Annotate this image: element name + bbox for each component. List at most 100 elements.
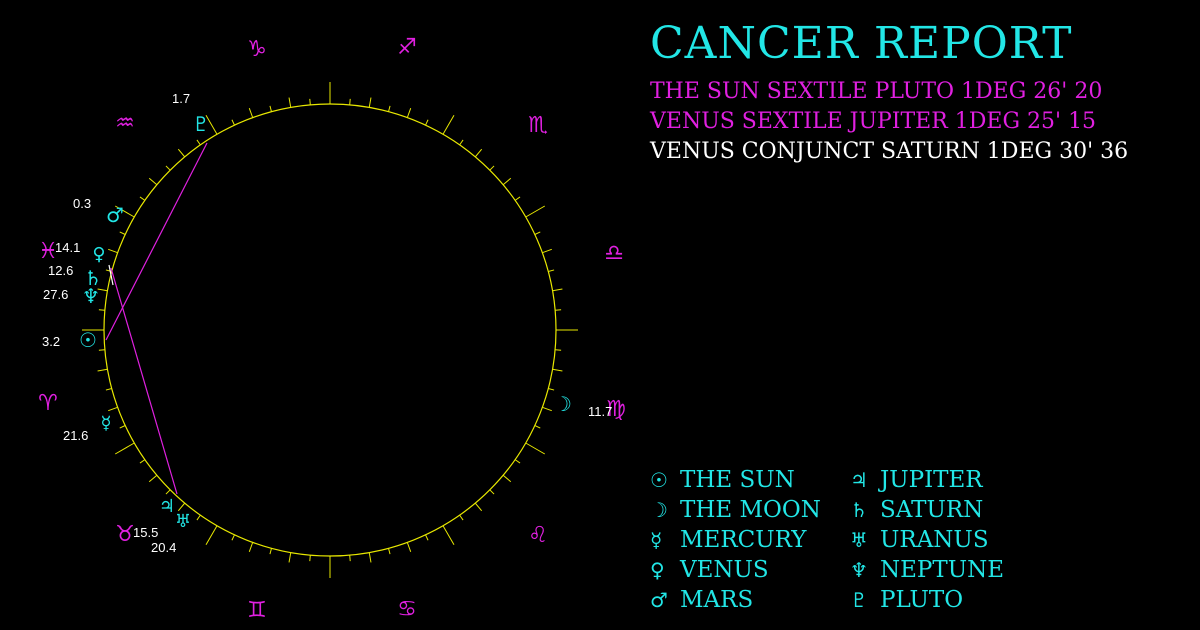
degree-tick xyxy=(269,548,272,555)
degree-tick xyxy=(177,148,186,158)
degree-tick xyxy=(248,542,254,552)
degree-tick xyxy=(205,114,218,135)
zodiac-gemini-icon: ♊ xyxy=(247,598,267,623)
degree-tick xyxy=(114,205,135,218)
sun-icon: ☉ xyxy=(650,468,668,492)
jupiter-icon: ♃ xyxy=(850,468,868,492)
degree-ticks xyxy=(82,82,578,578)
degree-tick xyxy=(139,459,146,464)
degree-tick xyxy=(196,514,201,521)
degree-tick xyxy=(489,489,495,495)
planet-mercury-degree: 21.6 xyxy=(63,428,88,443)
saturn-icon: ♄ xyxy=(850,498,868,522)
zodiac-aquarius-icon: ♒ xyxy=(115,111,135,136)
legend-item-venus: ♀VENUS xyxy=(650,557,769,583)
degree-tick xyxy=(474,148,483,158)
degree-tick xyxy=(552,368,563,372)
degree-tick xyxy=(534,425,541,429)
degree-tick xyxy=(139,196,146,201)
mercury-icon: ☿ xyxy=(650,528,663,552)
legend-label: THE SUN xyxy=(680,467,795,493)
degree-tick xyxy=(205,525,218,546)
degree-tick xyxy=(288,552,292,563)
planet-moon-degree: 11.7 xyxy=(588,404,612,419)
degree-tick xyxy=(474,502,483,512)
degree-tick xyxy=(196,139,201,146)
zodiac-libra-icon: ♎ xyxy=(604,241,624,266)
legend-label: JUPITER xyxy=(880,467,983,493)
planet-saturn-degree: 12.6 xyxy=(48,263,73,278)
aspect-line-2: VENUS SEXTILE JUPITER 1DEG 25' 15 xyxy=(650,109,1097,134)
degree-tick xyxy=(425,119,429,126)
degree-tick xyxy=(108,248,118,254)
degree-tick xyxy=(534,231,541,235)
degree-tick xyxy=(514,459,521,464)
legend-label: PLUTO xyxy=(880,587,964,613)
moon-icon: ☽ xyxy=(650,498,668,522)
planet-jupiter-degree: 15.5 xyxy=(133,525,158,540)
degree-tick xyxy=(388,548,391,555)
degree-tick xyxy=(119,425,126,429)
planet-neptune-degree: 27.6 xyxy=(43,287,68,302)
legend-label: SATURN xyxy=(880,497,984,523)
zodiac-sagittarius-icon: ♐ xyxy=(397,35,417,60)
planet-pluto-icon: ♇ xyxy=(192,112,210,136)
degree-tick xyxy=(148,177,158,186)
degree-tick xyxy=(248,108,254,118)
degree-tick xyxy=(525,442,546,455)
degree-tick xyxy=(165,165,171,171)
degree-tick xyxy=(119,231,126,235)
degree-tick xyxy=(148,474,158,483)
degree-tick xyxy=(108,406,118,412)
degree-tick xyxy=(555,349,562,351)
degree-tick xyxy=(309,98,311,105)
degree-tick xyxy=(97,288,108,292)
degree-tick xyxy=(165,489,171,495)
zodiac-leo-icon: ♌ xyxy=(528,523,548,548)
legend-item-moon: ☽THE MOON xyxy=(650,497,821,523)
degree-tick xyxy=(459,514,464,521)
legend-label: NEPTUNE xyxy=(880,557,1005,583)
degree-tick xyxy=(425,534,429,541)
degree-tick xyxy=(388,105,391,112)
aspect-line-3: VENUS CONJUNCT SATURN 1DEG 30' 36 xyxy=(650,139,1129,164)
zodiac-taurus-icon: ♉ xyxy=(115,522,135,547)
zodiac-capricorn-icon: ♑ xyxy=(247,37,267,62)
planet-sun-icon: ☉ xyxy=(79,328,97,352)
zodiac-aries-icon: ♈ xyxy=(38,391,58,416)
degree-tick xyxy=(442,525,455,546)
planet-saturn-icon: ♄ xyxy=(84,266,102,290)
planet-moon-icon: ☽ xyxy=(554,392,572,416)
zodiac-virgo-icon: ♍ xyxy=(606,397,626,422)
planet-mars-degree: 0.3 xyxy=(73,196,91,211)
legend-item-uranus: ♅URANUS xyxy=(850,527,989,553)
zodiac-pisces-icon: ♓ xyxy=(38,239,58,264)
degree-tick xyxy=(105,388,112,391)
planet-neptune-icon: ♆ xyxy=(82,284,100,308)
degree-tick xyxy=(542,248,552,254)
venus-icon: ♀ xyxy=(650,558,665,582)
legend-item-mercury: ☿MERCURY xyxy=(650,527,806,553)
planet-sun-degree: 3.2 xyxy=(42,334,60,349)
chart-wheel: ♑ ♐ ♏ ♎ ♍ ♌ ♋ ♊ ♉ ♈ ♓ ♒ ♇ 1.7 ♂ 0.3 ♀ 14… xyxy=(38,35,626,623)
legend-item-pluto: ♇ PLUTO xyxy=(850,587,963,613)
degree-tick xyxy=(269,105,272,112)
degree-tick xyxy=(231,119,235,126)
degree-tick xyxy=(502,474,512,483)
degree-tick xyxy=(349,555,351,562)
pluto-icon: ♇ xyxy=(850,588,868,612)
degree-tick xyxy=(406,542,412,552)
degree-tick xyxy=(525,205,546,218)
aspect-line-venus-saturn xyxy=(108,264,114,286)
aspect-line-1: THE SUN SEXTILE PLUTO 1DEG 26' 20 xyxy=(650,79,1103,104)
planet-jupiter-icon: ♃ xyxy=(159,496,175,517)
degree-tick xyxy=(349,98,351,105)
aspect-line-sun-pluto xyxy=(105,142,208,341)
legend-label: URANUS xyxy=(880,527,989,553)
degree-tick xyxy=(548,269,555,272)
degree-tick xyxy=(368,97,372,108)
legend-item-jupiter: ♃ JUPITER xyxy=(850,467,983,493)
mars-icon: ♂ xyxy=(650,588,668,612)
degree-tick xyxy=(442,114,455,135)
degree-tick xyxy=(502,177,512,186)
